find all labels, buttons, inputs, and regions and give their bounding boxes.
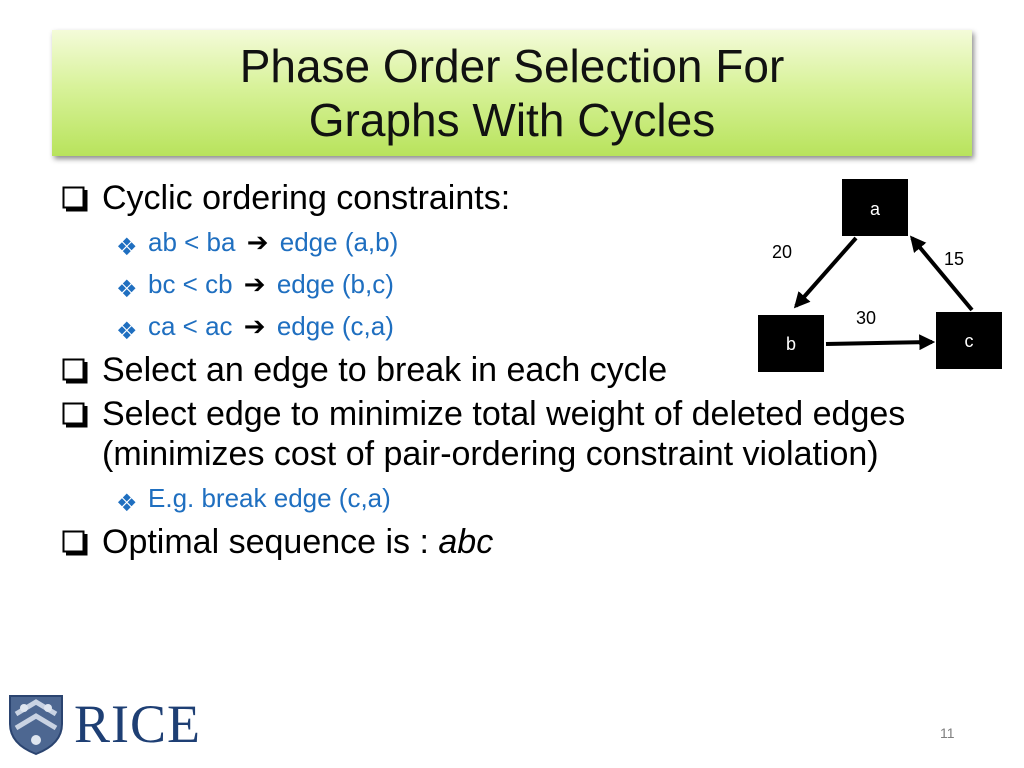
edge-c-a — [909, 235, 974, 312]
title-box: Phase Order Selection For Graphs With Cy… — [52, 30, 972, 156]
diamond-bullet-icon: ❖ — [116, 490, 138, 517]
title-line-1: Phase Order Selection For — [239, 40, 785, 92]
node-a-label: a — [870, 199, 881, 219]
node-c — [936, 312, 1002, 369]
bullet-item: Optimal sequence is : abc — [62, 522, 982, 562]
rice-shield-icon — [9, 695, 63, 756]
constraint-right: edge (b,c) — [276, 269, 394, 299]
cycle-graph-diagram: a b c 20 30 15 — [758, 179, 1002, 372]
bullet-item: Select edge to minimize total weight of … — [62, 394, 962, 474]
rice-logo-text: RICE — [74, 694, 202, 754]
checkbox-bullet-icon — [62, 358, 88, 384]
diamond-bullet-icon: ❖ — [116, 318, 138, 345]
checkbox-bullet-icon — [62, 530, 88, 556]
example-text: E.g. break edge (c,a) — [148, 483, 391, 513]
weight-ca: 15 — [944, 249, 964, 269]
bullet-item: Select an edge to break in each cycle — [62, 350, 982, 390]
node-b — [758, 315, 824, 372]
bullet-list: Cyclic ordering constraints: ❖ ab < ba ➔… — [62, 178, 982, 566]
weight-ab: 20 — [772, 242, 792, 262]
edge-a-b — [793, 236, 858, 309]
bullet-text: Cyclic ordering constraints: — [102, 179, 511, 217]
constraint-left: ab < ba — [148, 227, 236, 257]
diamond-bullet-icon: ❖ — [116, 276, 138, 303]
node-a — [842, 179, 908, 236]
checkbox-bullet-icon — [62, 186, 88, 212]
right-arrow-icon: ➔ — [243, 311, 266, 341]
sub-bullet-item: ❖ ca < ac ➔ edge (c,a) — [62, 306, 982, 346]
weight-bc: 30 — [856, 308, 876, 328]
checkbox-bullet-icon — [62, 402, 88, 428]
title-line-2: Graphs With Cycles — [308, 94, 716, 146]
constraint-right: edge (c,a) — [276, 311, 394, 341]
constraint-left: ca < ac — [148, 311, 233, 341]
constraint-right: edge (a,b) — [279, 227, 399, 257]
sub-bullet-item: ❖ E.g. break edge (c,a) — [62, 478, 982, 518]
constraint-left: bc < cb — [148, 269, 233, 299]
bullet-text: Select an edge to break in each cycle — [102, 351, 668, 389]
node-c-label: c — [965, 331, 974, 351]
sub-bullet-item: ❖ ab < ba ➔ edge (a,b) — [62, 222, 982, 262]
right-arrow-icon: ➔ — [246, 227, 269, 257]
rice-logo: RICE — [6, 692, 200, 756]
right-arrow-icon: ➔ — [243, 269, 266, 299]
bullet-text: Select edge to minimize total weight of … — [102, 395, 906, 473]
edge-b-c — [825, 334, 936, 351]
sub-bullet-item: ❖ bc < cb ➔ edge (b,c) — [62, 264, 982, 304]
page-number: 11 — [940, 725, 955, 741]
diamond-bullet-icon: ❖ — [116, 234, 138, 261]
bullet-text-prefix: Optimal sequence is : — [102, 523, 439, 561]
bullet-item: Cyclic ordering constraints: — [62, 178, 982, 218]
bullet-text-italic: abc — [438, 523, 494, 561]
node-b-label: b — [786, 334, 796, 354]
